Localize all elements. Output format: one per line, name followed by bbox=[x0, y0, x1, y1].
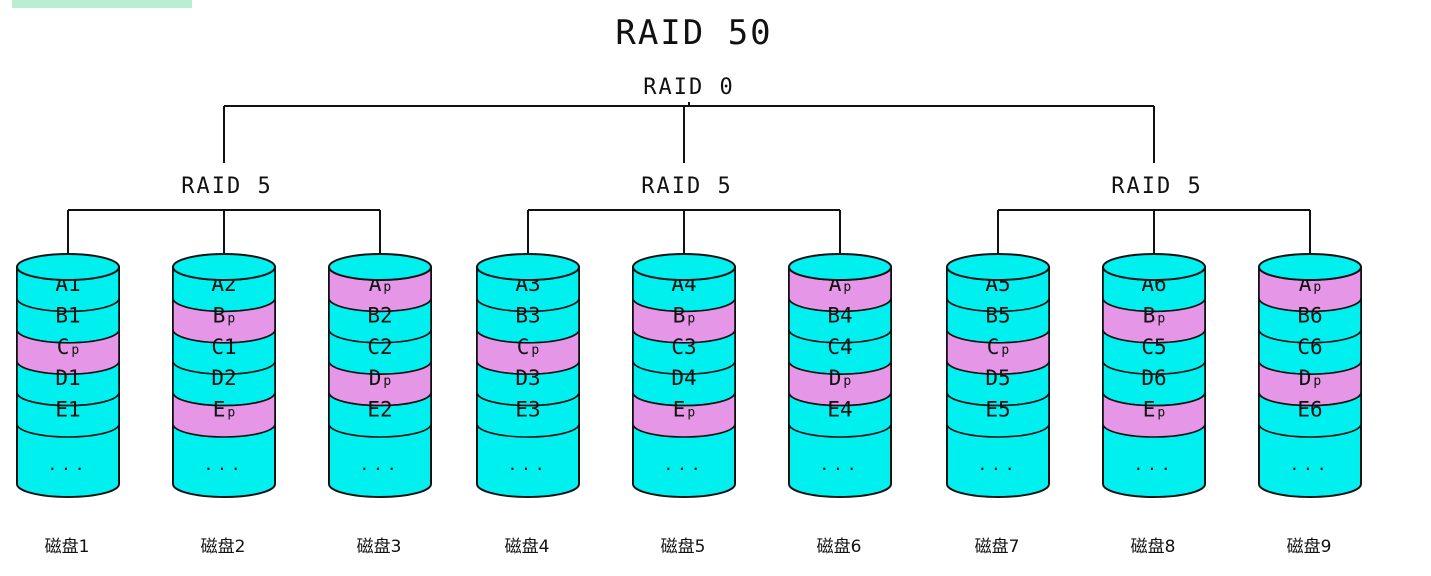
more-blocks-ellipsis: ... bbox=[508, 455, 549, 474]
block-label: B4 bbox=[827, 303, 852, 327]
disk-label: 磁盘3 bbox=[357, 537, 402, 557]
disk-top-cap bbox=[632, 253, 736, 281]
block-label: B3 bbox=[515, 303, 540, 327]
disk-label: 磁盘4 bbox=[505, 537, 550, 557]
raid5-label: RAID 5 bbox=[641, 174, 732, 199]
disk-label: 磁盘8 bbox=[1131, 537, 1176, 557]
block-label: C2 bbox=[367, 335, 392, 359]
parity-block bbox=[632, 392, 736, 438]
disk-top-cap bbox=[172, 253, 276, 281]
more-blocks-ellipsis: ... bbox=[978, 455, 1019, 474]
block-label: E5 bbox=[985, 398, 1010, 422]
more-blocks-ellipsis: ... bbox=[204, 455, 245, 474]
block-label: E4 bbox=[827, 398, 852, 422]
raid5-label: RAID 5 bbox=[181, 174, 272, 199]
data-block bbox=[16, 392, 120, 438]
parity-block bbox=[1102, 392, 1206, 438]
block-label: B1 bbox=[55, 303, 80, 327]
more-blocks-ellipsis: ... bbox=[820, 455, 861, 474]
disk-top-cap bbox=[476, 253, 580, 281]
block-label: E2 bbox=[367, 398, 392, 422]
disk-label: 磁盘2 bbox=[201, 537, 246, 557]
data-block bbox=[476, 392, 580, 438]
block-label: D2 bbox=[211, 366, 236, 390]
more-blocks-ellipsis: ... bbox=[1290, 455, 1331, 474]
block-label: D6 bbox=[1141, 366, 1166, 390]
disk-top-cap bbox=[788, 253, 892, 281]
disk-label: 磁盘5 bbox=[661, 537, 706, 557]
disk-top-cap bbox=[1102, 253, 1206, 281]
disk-top-cap bbox=[1258, 253, 1362, 281]
disk-top-cap bbox=[328, 253, 432, 281]
raid5-label: RAID 5 bbox=[1111, 174, 1202, 199]
disk-label: 磁盘9 bbox=[1287, 537, 1332, 557]
more-blocks-ellipsis: ... bbox=[48, 455, 89, 474]
block-label: C1 bbox=[211, 335, 236, 359]
block-label: E6 bbox=[1297, 398, 1322, 422]
block-label: B2 bbox=[367, 303, 392, 327]
block-label: C4 bbox=[827, 335, 852, 359]
corner-highlight-patch bbox=[12, 0, 192, 8]
block-label: D4 bbox=[671, 366, 696, 390]
disk-label: 磁盘1 bbox=[45, 537, 90, 557]
block-label: D1 bbox=[55, 366, 80, 390]
data-block bbox=[946, 392, 1050, 438]
block-label: E3 bbox=[515, 398, 540, 422]
block-label: B6 bbox=[1297, 303, 1322, 327]
disk-top-cap bbox=[16, 253, 120, 281]
block-label: C6 bbox=[1297, 335, 1322, 359]
block-label: E1 bbox=[55, 398, 80, 422]
data-block bbox=[1258, 392, 1362, 438]
data-block bbox=[328, 392, 432, 438]
diagram-title: RAID 50 bbox=[615, 13, 772, 53]
disk-top-cap bbox=[946, 253, 1050, 281]
block-label: D3 bbox=[515, 366, 540, 390]
data-block bbox=[788, 392, 892, 438]
parity-block bbox=[172, 392, 276, 438]
more-blocks-ellipsis: ... bbox=[360, 455, 401, 474]
disk-label: 磁盘7 bbox=[975, 537, 1020, 557]
more-blocks-ellipsis: ... bbox=[664, 455, 705, 474]
more-blocks-ellipsis: ... bbox=[1134, 455, 1175, 474]
block-label: B5 bbox=[985, 303, 1010, 327]
disk-label: 磁盘6 bbox=[817, 537, 862, 557]
raid0-label: RAID 0 bbox=[643, 75, 734, 100]
block-label: C3 bbox=[671, 335, 696, 359]
connector-tree: RAID 5 RAID 5 RAID 5 bbox=[67, 102, 1311, 254]
block-label: C5 bbox=[1141, 335, 1166, 359]
block-label: D5 bbox=[985, 366, 1010, 390]
